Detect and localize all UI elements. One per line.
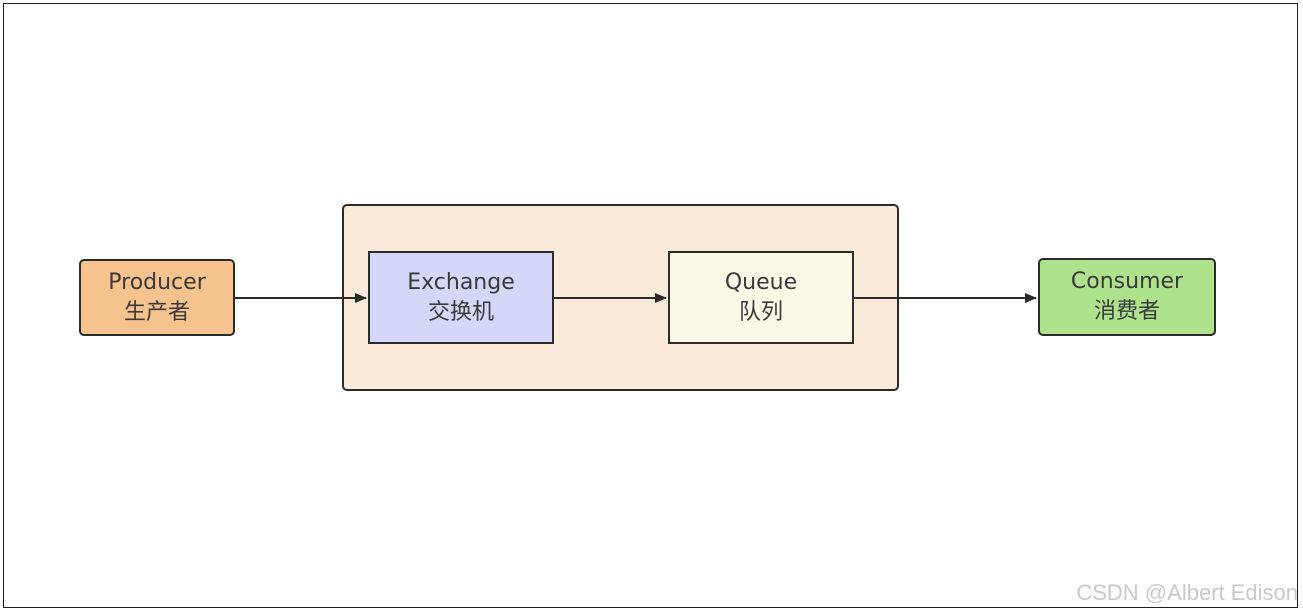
producer-node: Producer 生产者: [79, 259, 235, 336]
watermark: CSDN @Albert Edison: [1076, 580, 1298, 605]
queue-node: Queue 队列: [668, 251, 854, 344]
exchange-label-en: Exchange: [407, 269, 515, 295]
consumer-node: Consumer 消费者: [1038, 258, 1216, 336]
consumer-label-en: Consumer: [1070, 269, 1184, 294]
producer-label-en: Producer: [108, 269, 206, 295]
queue-label-en: Queue: [724, 269, 798, 295]
exchange-label-zh: 交换机: [427, 299, 494, 325]
queue-label-zh: 队列: [738, 299, 783, 325]
consumer-label-zh: 消费者: [1093, 299, 1160, 324]
producer-label-zh: 生产者: [123, 299, 190, 325]
exchange-node: Exchange 交换机: [368, 251, 554, 344]
